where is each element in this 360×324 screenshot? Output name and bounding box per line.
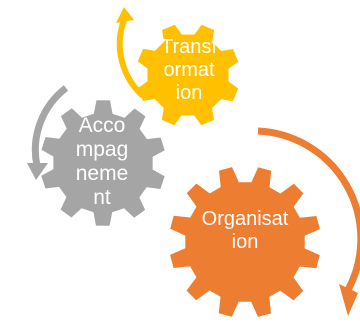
- gear-body: [41, 100, 165, 226]
- gear-body: [137, 24, 239, 126]
- orange-cycle-arrow: [257, 127, 360, 316]
- gray-cycle-arrow: [27, 85, 69, 180]
- gear-body: [170, 167, 320, 317]
- gear-organisation: [170, 167, 320, 317]
- gear-accompagnement: [41, 100, 165, 226]
- gear-transformation: [137, 24, 239, 126]
- yellow-cycle-arrow: [116, 7, 146, 99]
